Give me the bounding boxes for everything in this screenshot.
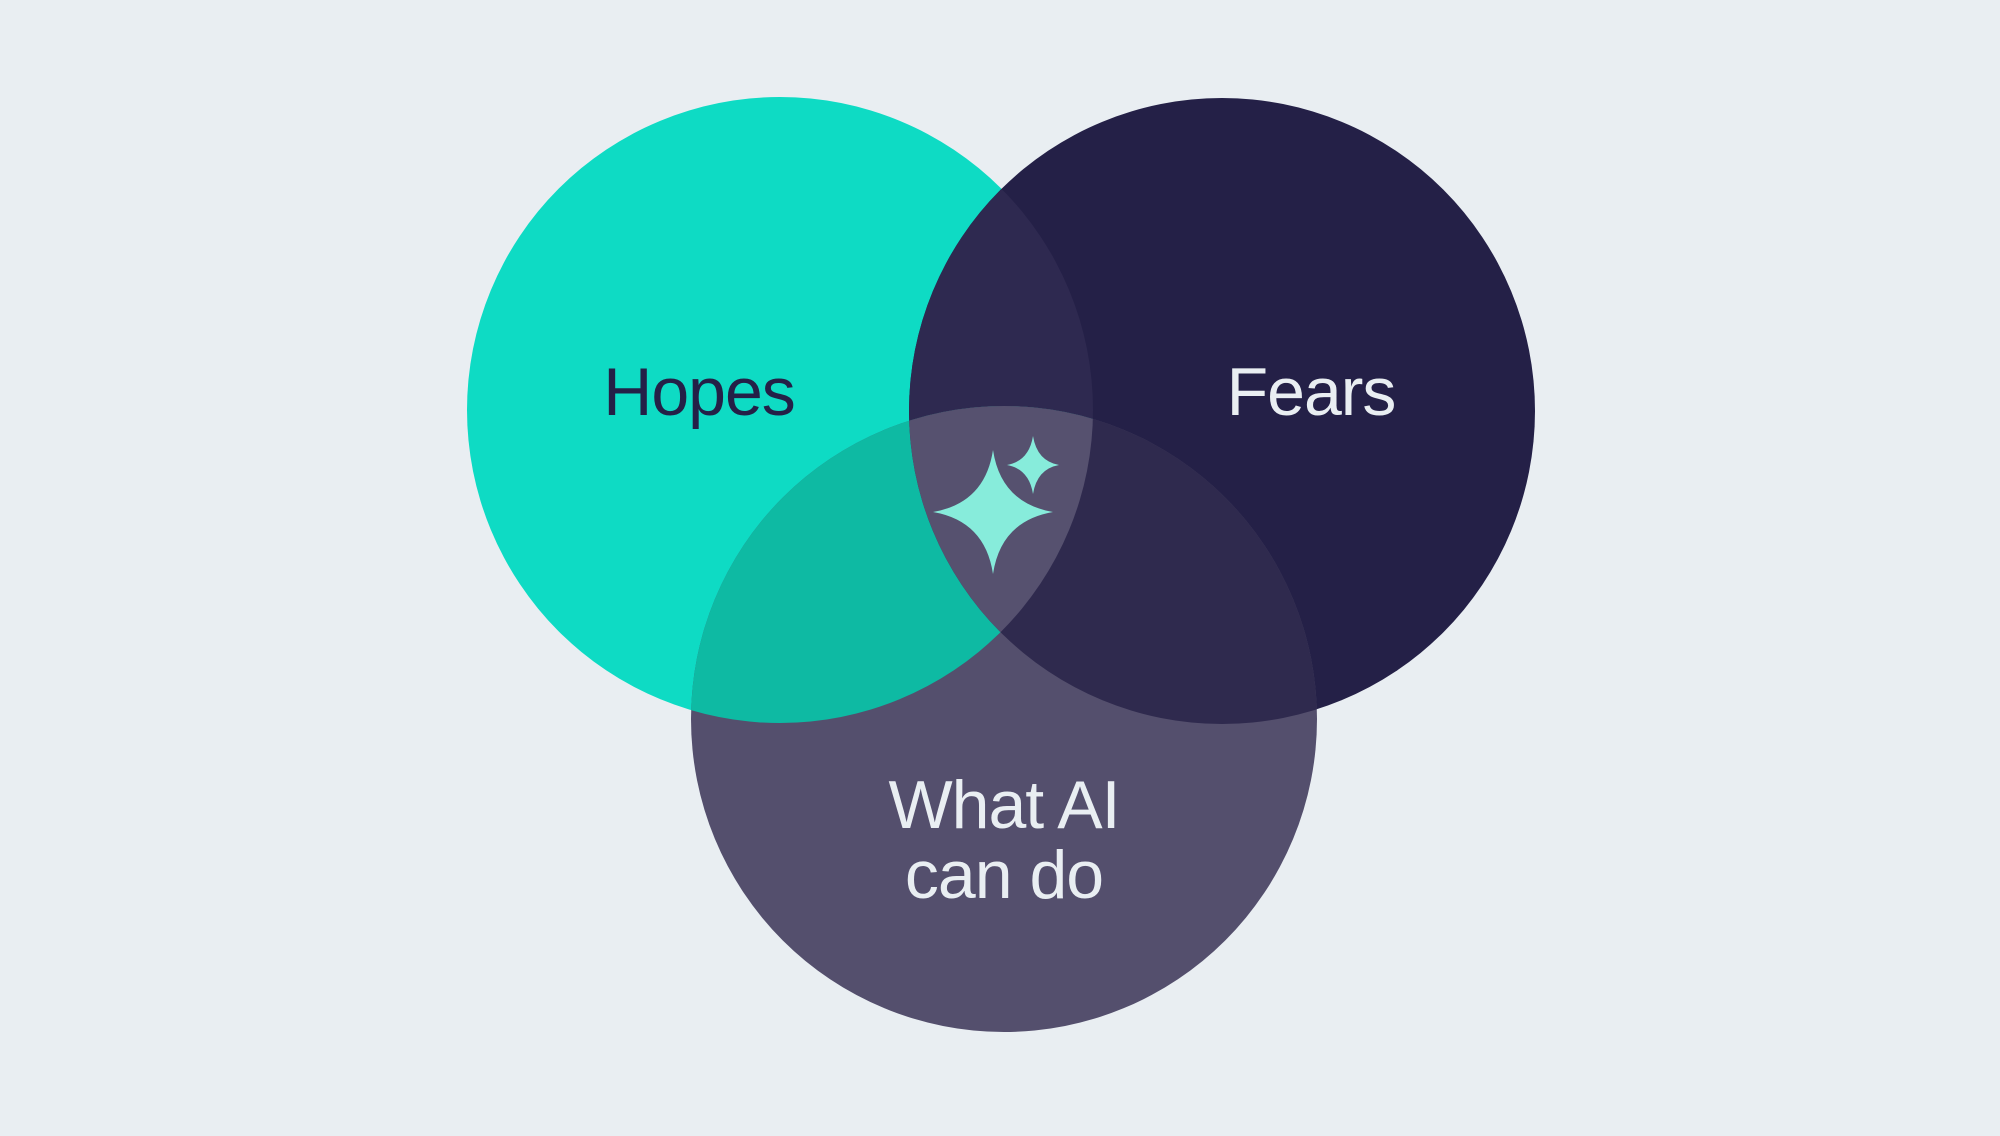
what-ai-label: What AI can do	[888, 767, 1120, 913]
sparkle-icon	[933, 436, 1059, 574]
sparkle-large-star	[933, 450, 1053, 574]
hopes-label: Hopes	[603, 354, 796, 430]
fears-label: Fears	[1226, 354, 1397, 430]
what-ai-label-line2: can do	[904, 837, 1104, 913]
what-ai-label-line1: What AI	[888, 767, 1120, 843]
sparkle-small-star	[1007, 436, 1059, 494]
